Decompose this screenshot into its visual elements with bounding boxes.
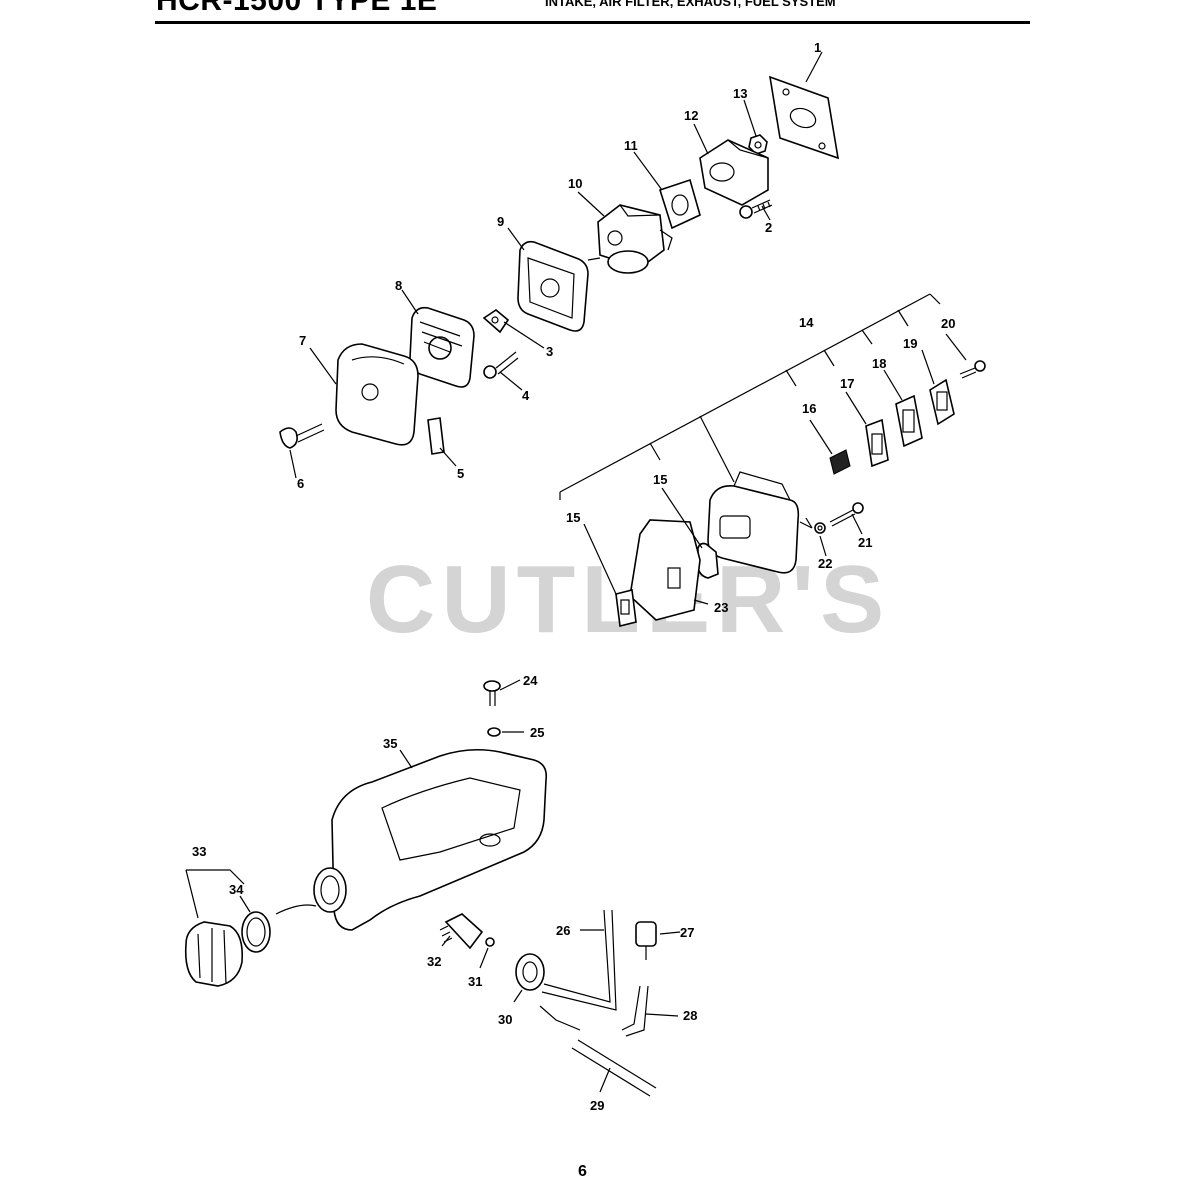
header-rule (155, 21, 1030, 24)
callout-15-lower: 15 (566, 510, 580, 525)
callout-19: 19 (903, 336, 917, 351)
part-25-washer (487, 727, 524, 737)
part-21-bolt (829, 502, 864, 527)
part-24-screw (483, 680, 501, 706)
page-number: 6 (578, 1163, 587, 1180)
callout-28: 28 (683, 1008, 697, 1023)
part-19-plate (929, 378, 955, 426)
callout-11: 11 (624, 138, 638, 153)
callout-9: 9 (497, 214, 504, 229)
callout-7: 7 (299, 333, 306, 348)
callout-8: 8 (395, 278, 402, 293)
part-8-filter (409, 306, 475, 388)
callout-2: 2 (765, 220, 772, 235)
part-34-o-ring (241, 904, 317, 953)
part-30-grommet (515, 953, 545, 991)
callout-labels: 1 2 3 4 5 6 7 8 9 10 11 12 13 14 15 15 1… (192, 40, 955, 1113)
part-27-primer (635, 921, 657, 960)
part-12-adapter (699, 139, 769, 206)
callout-13: 13 (733, 86, 747, 101)
fuel-line-bracket (539, 1005, 581, 1031)
callout-29: 29 (590, 1098, 604, 1113)
part-2-screw (739, 199, 773, 219)
page-title: HCR-1500 TYPE 1E (156, 0, 438, 17)
part-28-return-line (621, 985, 649, 1037)
callout-6: 6 (297, 476, 304, 491)
callout-16: 16 (802, 401, 816, 416)
callout-34: 34 (229, 882, 244, 897)
callout-30: 30 (498, 1012, 512, 1027)
callout-12: 12 (684, 108, 698, 123)
callout-33: 33 (192, 844, 206, 859)
part-32-fuel-filter (439, 913, 484, 950)
fuel-tank-neck (313, 867, 347, 913)
leader-lines (239, 51, 967, 1093)
muffler-body (707, 471, 800, 574)
part-6-wing-bolt (279, 423, 325, 449)
part-3-bracket (482, 309, 510, 334)
callout-26: 26 (556, 923, 570, 938)
part-4-screw (483, 351, 519, 379)
callout-25: 25 (530, 725, 544, 740)
part-23-heat-shield (629, 519, 701, 621)
callout-18: 18 (872, 356, 886, 371)
callout-17: 17 (840, 376, 854, 391)
part-7-cover (335, 343, 419, 446)
part-31-seal (485, 937, 495, 947)
callout-24: 24 (523, 673, 538, 688)
callout-31: 31 (468, 974, 482, 989)
callout-4: 4 (522, 388, 530, 403)
muffler-bracket-lines (559, 293, 941, 500)
part-17-gasket (865, 418, 889, 468)
callout-20: 20 (941, 316, 955, 331)
callout-27: 27 (680, 925, 694, 940)
callout-15-upper: 15 (653, 472, 667, 487)
callout-35: 35 (383, 736, 397, 751)
callout-22: 22 (818, 556, 832, 571)
callout-3: 3 (546, 344, 553, 359)
part-33-fuel-cap (184, 921, 244, 987)
part-16-spark-screen (829, 449, 851, 475)
part-22-washer (799, 517, 826, 534)
callout-14: 14 (799, 315, 814, 330)
part-1-gasket (768, 75, 840, 160)
part-11-gasket (659, 178, 701, 230)
part-15-gasket-lower (615, 589, 637, 627)
callout-23: 23 (714, 600, 728, 615)
part-29-tube (571, 1039, 657, 1097)
part-13-nut (748, 134, 768, 155)
callout-1: 1 (814, 40, 821, 55)
part-5-label (427, 417, 445, 455)
part-26-fuel-line (541, 909, 617, 1011)
cap-bracket-lines (185, 869, 245, 919)
part-9-air-cleaner-base (517, 240, 601, 332)
part-18-plate (895, 394, 923, 448)
callout-21: 21 (858, 535, 872, 550)
callout-5: 5 (457, 466, 464, 481)
callout-32: 32 (427, 954, 441, 969)
part-10-carburetor (597, 204, 673, 274)
part-35-fuel-tank (331, 748, 548, 931)
callout-10: 10 (568, 176, 582, 191)
part-20-bolt (959, 360, 986, 379)
section-subtitle: INTAKE, AIR FILTER, EXHAUST, FUEL SYSTEM (545, 0, 836, 9)
